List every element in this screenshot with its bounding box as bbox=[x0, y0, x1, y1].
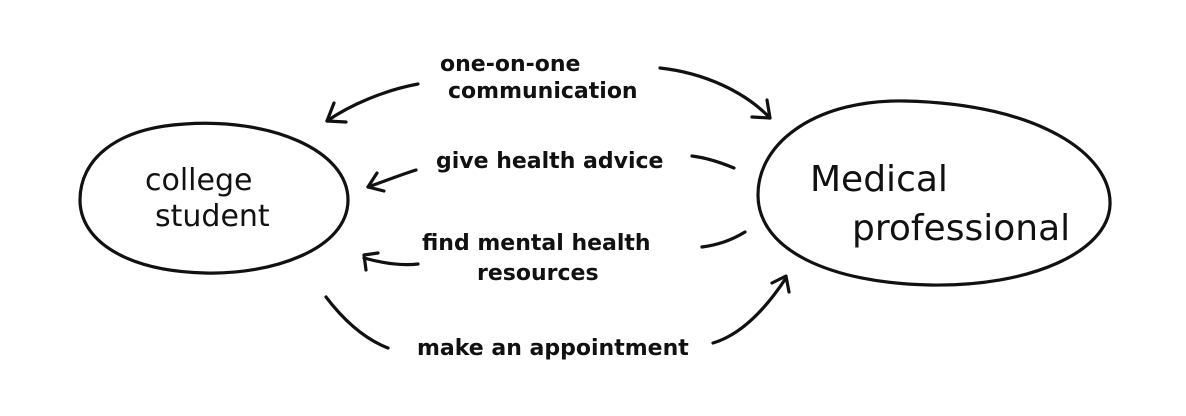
college-student-line2: student bbox=[155, 199, 270, 234]
communication-label-line1: one-on-one bbox=[440, 52, 580, 77]
node-college-student: college student bbox=[78, 121, 350, 275]
communication-label-line2: communication bbox=[448, 79, 638, 104]
advice-label: give health advice bbox=[436, 149, 663, 174]
arrowhead-advice bbox=[366, 171, 386, 193]
arrowhead-appointment bbox=[770, 274, 791, 294]
arrow-resources bbox=[362, 256, 420, 267]
arrowhead-resources bbox=[362, 251, 380, 272]
arrow-appointment bbox=[711, 276, 788, 345]
edge-give-health-advice: give health advice bbox=[366, 149, 736, 193]
arrow-advice bbox=[366, 168, 418, 189]
arrow-communication-right bbox=[658, 66, 772, 120]
node-medical-professional: Medical professional bbox=[756, 99, 1112, 287]
arrow-resources-tail bbox=[700, 230, 747, 249]
medical-professional-line1: Medical bbox=[810, 159, 948, 200]
resources-label-line2: resources bbox=[477, 261, 599, 286]
edge-make-an-appointment: make an appointment bbox=[324, 274, 791, 361]
resources-label-line1: find mental health bbox=[422, 231, 651, 256]
arrow-appointment-tail bbox=[324, 295, 390, 350]
medical-professional-line2: professional bbox=[852, 208, 1070, 249]
arrowhead-communication-left bbox=[325, 101, 348, 124]
college-student-line1: college bbox=[145, 163, 252, 198]
arrow-advice-tail bbox=[690, 154, 736, 170]
edge-one-on-one-communication: one-on-one communication bbox=[325, 52, 772, 124]
arrow-communication-left bbox=[325, 82, 420, 123]
arrowhead-communication-right bbox=[750, 98, 772, 120]
college-student-ellipse bbox=[78, 121, 350, 275]
edge-find-mental-health-resources: find mental health resources bbox=[362, 230, 747, 286]
appointment-label: make an appointment bbox=[417, 336, 689, 361]
medical-professional-ellipse bbox=[756, 99, 1112, 287]
